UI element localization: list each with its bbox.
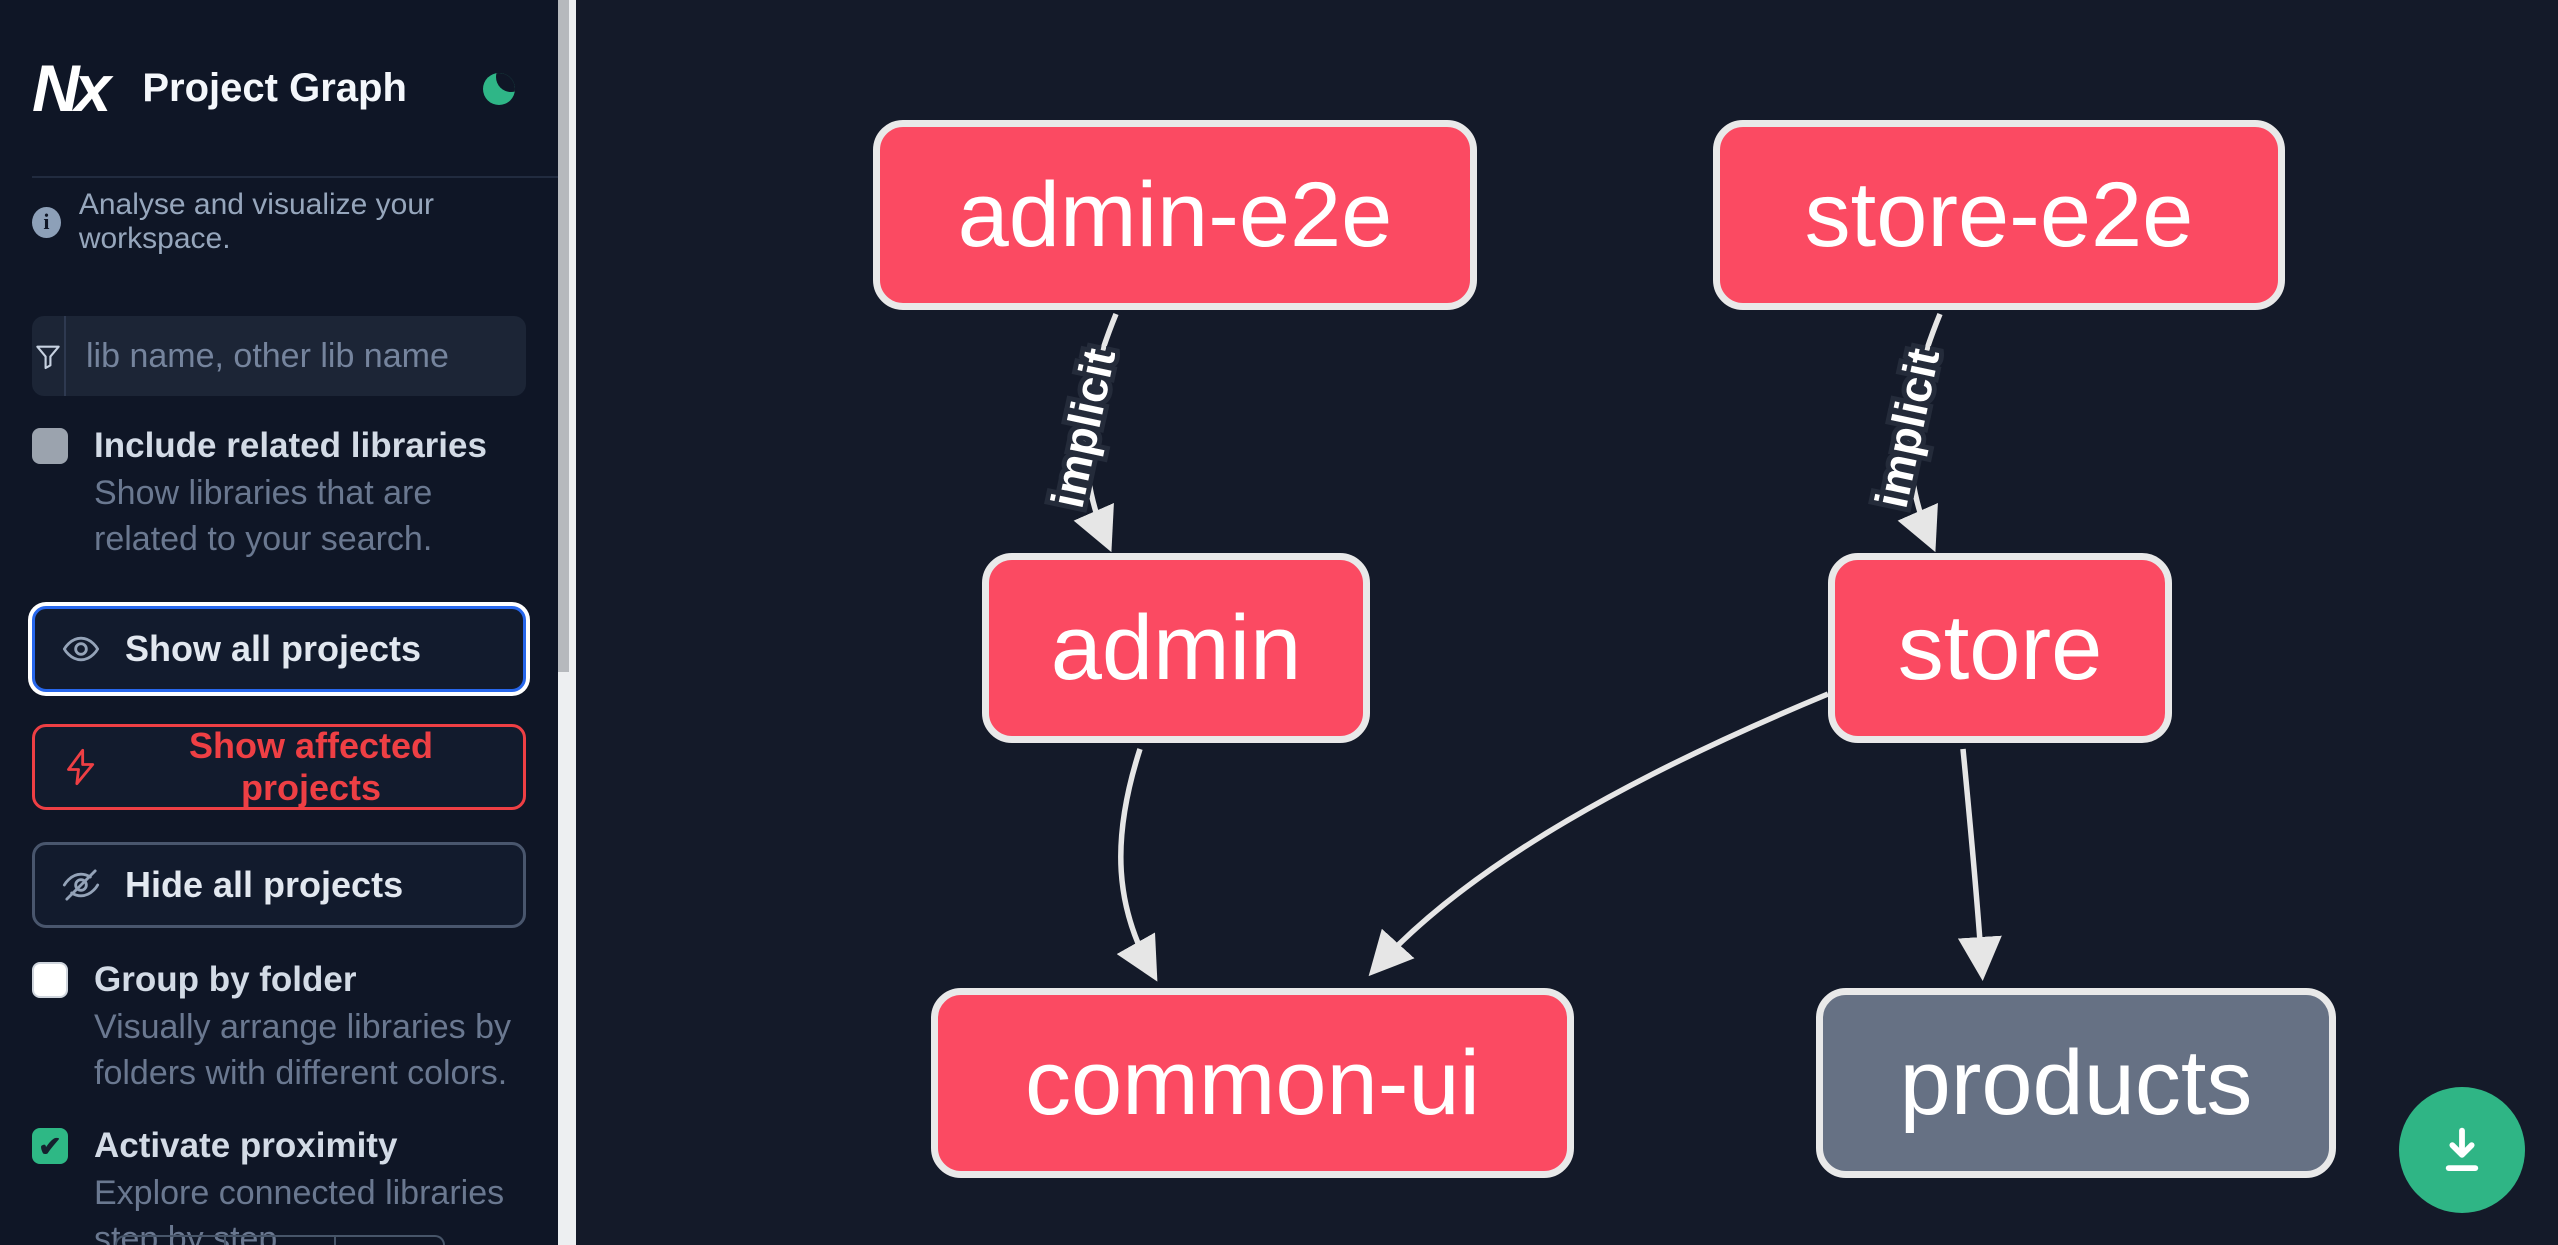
- download-image-button[interactable]: [2399, 1087, 2525, 1213]
- filter-funnel-icon: [32, 316, 66, 396]
- toggle-group-by-folder: Group by folder Visually arrange librari…: [32, 958, 558, 1096]
- button-label: Show affected projects: [188, 725, 434, 808]
- segment[interactable]: [226, 1237, 336, 1245]
- button-label: Show all projects: [125, 628, 422, 669]
- dependency-edges: implicit implicit: [1036, 312, 2002, 982]
- checkbox-group-by-folder[interactable]: [32, 962, 68, 998]
- check-icon: ✔: [38, 1130, 62, 1162]
- edge-store-common-ui[interactable]: [1368, 691, 1830, 977]
- info-icon: i: [32, 206, 61, 238]
- moon-icon: [483, 73, 515, 105]
- proximity-depth-control[interactable]: [115, 1235, 445, 1245]
- search-input[interactable]: [66, 316, 526, 396]
- toggle-include-related: Include related libraries Show libraries…: [32, 424, 558, 562]
- library-filter: [32, 316, 526, 396]
- node-admin[interactable]: admin: [982, 553, 1370, 743]
- toggle-label[interactable]: Group by folder: [94, 960, 357, 999]
- segment[interactable]: [117, 1237, 227, 1245]
- edge-store-products[interactable]: [1957, 748, 2002, 981]
- node-label: admin-e2e: [957, 163, 1393, 266]
- edge-label-implicit: implicit: [1865, 344, 1949, 512]
- node-label: products: [1899, 1031, 2253, 1134]
- node-label: store-e2e: [1804, 163, 2194, 266]
- node-store-e2e[interactable]: store-e2e: [1713, 120, 2285, 310]
- sidebar-header: Nx Project Graph: [32, 0, 558, 178]
- project-graph-canvas[interactable]: implicit implicit admin-e2e store-e2e ad…: [576, 0, 2558, 1245]
- edge-admin-e2e-admin[interactable]: [1073, 312, 1119, 553]
- toggle-desc: Show libraries that are related to your …: [94, 474, 433, 558]
- toggle-activate-proximity: ✔ Activate proximity Explore connected l…: [32, 1124, 558, 1245]
- segment[interactable]: [336, 1237, 443, 1245]
- toggle-desc: Visually arrange libraries by folders wi…: [94, 1008, 512, 1092]
- show-all-projects-button[interactable]: Show all projects: [32, 606, 526, 692]
- node-products[interactable]: products: [1816, 988, 2336, 1178]
- node-label: store: [1897, 596, 2103, 699]
- download-icon: [2445, 1127, 2479, 1172]
- eye-icon: [62, 636, 100, 662]
- theme-toggle-button[interactable]: [474, 64, 522, 112]
- toggle-desc: Explore connected libraries step by step…: [94, 1174, 505, 1245]
- scrollbar-thumb[interactable]: [558, 0, 569, 672]
- checkbox-include-related[interactable]: [32, 428, 68, 464]
- sidebar: Nx Project Graph i Analyse and visualize…: [0, 0, 576, 1245]
- sidebar-scrollbar[interactable]: [558, 0, 576, 1245]
- edge-store-e2e-store[interactable]: [1897, 312, 1943, 553]
- button-label: Hide all projects: [125, 864, 404, 905]
- toggle-label[interactable]: Include related libraries: [94, 426, 487, 465]
- node-store[interactable]: store: [1828, 553, 2172, 743]
- toggle-label[interactable]: Activate proximity: [94, 1126, 398, 1165]
- node-label: common-ui: [1024, 1031, 1480, 1134]
- eye-off-icon: [62, 869, 100, 901]
- node-admin-e2e[interactable]: admin-e2e: [873, 120, 1477, 310]
- page-title: Project Graph: [142, 65, 407, 110]
- workspace-tagline: i Analyse and visualize your workspace.: [32, 188, 558, 255]
- show-affected-projects-button[interactable]: Show affected projects: [32, 724, 526, 810]
- edge-label-implicit: implicit: [1041, 344, 1125, 512]
- project-actions: Show all projects Show affected projects…: [32, 606, 558, 928]
- bolt-icon: [67, 748, 95, 786]
- tagline-text: Analyse and visualize your workspace.: [78, 188, 435, 255]
- hide-all-projects-button[interactable]: Hide all projects: [32, 842, 526, 928]
- node-common-ui[interactable]: common-ui: [931, 988, 1574, 1178]
- nx-logo: Nx: [32, 51, 111, 125]
- checkbox-activate-proximity[interactable]: ✔: [32, 1128, 68, 1164]
- edge-admin-common-ui[interactable]: [1116, 748, 1158, 982]
- node-label: admin: [1050, 596, 1302, 699]
